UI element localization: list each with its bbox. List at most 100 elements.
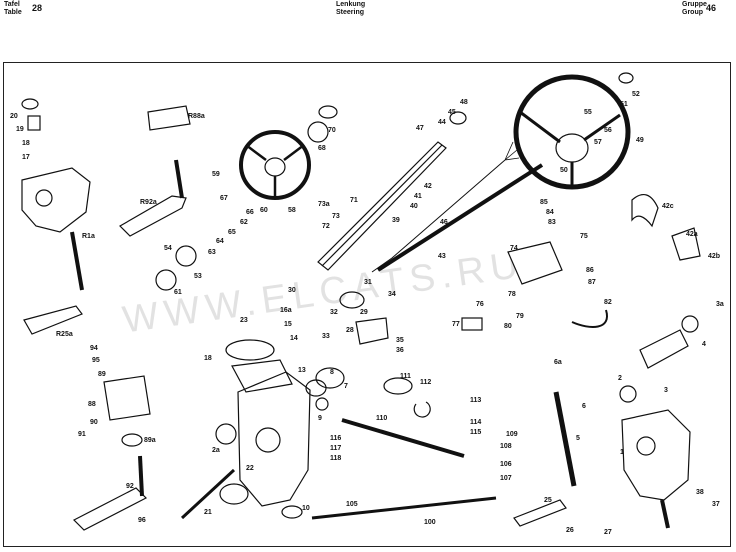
bracket-r88a bbox=[147, 105, 191, 131]
part-label: 64 bbox=[216, 238, 224, 245]
part-label: 65 bbox=[228, 229, 236, 236]
seal-9 bbox=[315, 397, 329, 411]
part-label: R88a bbox=[188, 113, 205, 120]
part-label: 89 bbox=[98, 371, 106, 378]
bush-2a bbox=[215, 423, 237, 445]
part-label: 44 bbox=[438, 119, 446, 126]
tie-rod-110 bbox=[341, 418, 465, 458]
part-label: 62 bbox=[240, 219, 248, 226]
part-label: 36 bbox=[396, 347, 404, 354]
part-label: 45 bbox=[448, 109, 456, 116]
part-label: 29 bbox=[360, 309, 368, 316]
part-label: 34 bbox=[388, 291, 396, 298]
part-label: 67 bbox=[220, 195, 228, 202]
part-label: 80 bbox=[504, 323, 512, 330]
housing-42a bbox=[671, 227, 701, 261]
part-label: 118 bbox=[330, 455, 341, 462]
part-label: 75 bbox=[580, 233, 588, 240]
lock-74 bbox=[507, 241, 563, 285]
part-label: 95 bbox=[92, 357, 100, 364]
part-label: 77 bbox=[452, 321, 460, 328]
bushing-111 bbox=[383, 377, 413, 395]
bearing-8 bbox=[305, 379, 327, 397]
part-label: 42b bbox=[708, 253, 720, 260]
part-label: 10 bbox=[302, 505, 310, 512]
bush-19 bbox=[27, 115, 41, 131]
steering-hub-large bbox=[555, 133, 589, 163]
part-label: 18 bbox=[22, 140, 30, 147]
part-label: 7 bbox=[344, 383, 348, 390]
part-label: 54 bbox=[164, 245, 172, 252]
part-label: 31 bbox=[364, 279, 372, 286]
part-label: 3 bbox=[664, 387, 668, 394]
part-label: 25 bbox=[544, 497, 552, 504]
nut-51 bbox=[618, 72, 634, 84]
clip-42c bbox=[631, 193, 659, 228]
part-label: 107 bbox=[500, 475, 512, 482]
title-de: Lenkung bbox=[336, 1, 366, 8]
shaft-5 bbox=[553, 391, 577, 487]
part-label: 106 bbox=[500, 461, 512, 468]
part-label: 92 bbox=[126, 483, 134, 490]
part-label: 86 bbox=[586, 267, 594, 274]
ring-4-lower bbox=[619, 385, 637, 403]
part-label: 53 bbox=[194, 273, 202, 280]
steering-wheel-large bbox=[513, 74, 631, 190]
part-label: 112 bbox=[420, 379, 431, 386]
part-number-labels: 20 19 18 17 R1a R88a R92a R25a 59 67 66 … bbox=[10, 91, 724, 536]
part-label: 73 bbox=[332, 213, 340, 220]
part-label: 20 bbox=[10, 113, 18, 120]
bearing-7 bbox=[315, 367, 345, 389]
cable-82 bbox=[571, 309, 608, 328]
part-label: 16a bbox=[280, 307, 292, 314]
part-label: 26 bbox=[566, 527, 574, 534]
steering-wheel-small bbox=[239, 130, 311, 200]
part-label: 74 bbox=[510, 245, 518, 252]
part-label: 2 bbox=[618, 375, 622, 382]
part-label: 90 bbox=[90, 419, 98, 426]
table-number: 28 bbox=[32, 3, 43, 13]
bush-2 bbox=[219, 483, 249, 505]
part-label: 38 bbox=[696, 489, 704, 496]
part-label: 114 bbox=[470, 419, 481, 426]
part-label: 117 bbox=[330, 445, 341, 452]
part-label: 43 bbox=[438, 253, 446, 260]
part-label: 52 bbox=[632, 91, 640, 98]
part-label: 2a bbox=[212, 447, 220, 454]
circlip-112 bbox=[413, 401, 431, 418]
part-label: 46 bbox=[440, 219, 448, 226]
part-label: 113 bbox=[470, 397, 481, 404]
part-label: 22 bbox=[246, 465, 254, 472]
group-label-de: Gruppe bbox=[682, 1, 707, 8]
part-label: 91 bbox=[78, 431, 86, 438]
part-label: 21 bbox=[204, 509, 212, 516]
part-label: R1a bbox=[82, 233, 95, 240]
pitman-arm-25 bbox=[513, 499, 567, 527]
part-label: 78 bbox=[508, 291, 516, 298]
pitman-arm-92 bbox=[72, 487, 148, 531]
part-label: 49 bbox=[636, 137, 644, 144]
part-label: 19 bbox=[16, 126, 24, 133]
part-label: 14 bbox=[290, 335, 298, 342]
diagram-frame bbox=[3, 62, 731, 547]
arm-r92a bbox=[119, 195, 187, 237]
part-label: 88 bbox=[88, 401, 96, 408]
ring-45 bbox=[449, 111, 467, 125]
part-label: 27 bbox=[604, 529, 612, 536]
part-label: 23 bbox=[240, 317, 248, 324]
table-label-en: Table bbox=[4, 9, 22, 16]
seal-89a bbox=[121, 433, 143, 447]
part-label: 50 bbox=[560, 167, 568, 174]
group-label: Gruppe Group 46 bbox=[682, 1, 716, 17]
page-title: Lenkung Steering bbox=[336, 1, 365, 17]
part-label: 87 bbox=[588, 279, 596, 286]
worm-3 bbox=[639, 329, 689, 369]
part-label: 83 bbox=[548, 219, 556, 226]
part-label: 68 bbox=[318, 145, 326, 152]
table-label: Tafel Table 28 bbox=[4, 1, 42, 17]
washer-20 bbox=[21, 98, 39, 110]
part-label: 17 bbox=[22, 154, 30, 161]
part-label: 41 bbox=[414, 193, 422, 200]
part-label: R25a bbox=[56, 331, 73, 338]
cap-70 bbox=[318, 105, 338, 119]
